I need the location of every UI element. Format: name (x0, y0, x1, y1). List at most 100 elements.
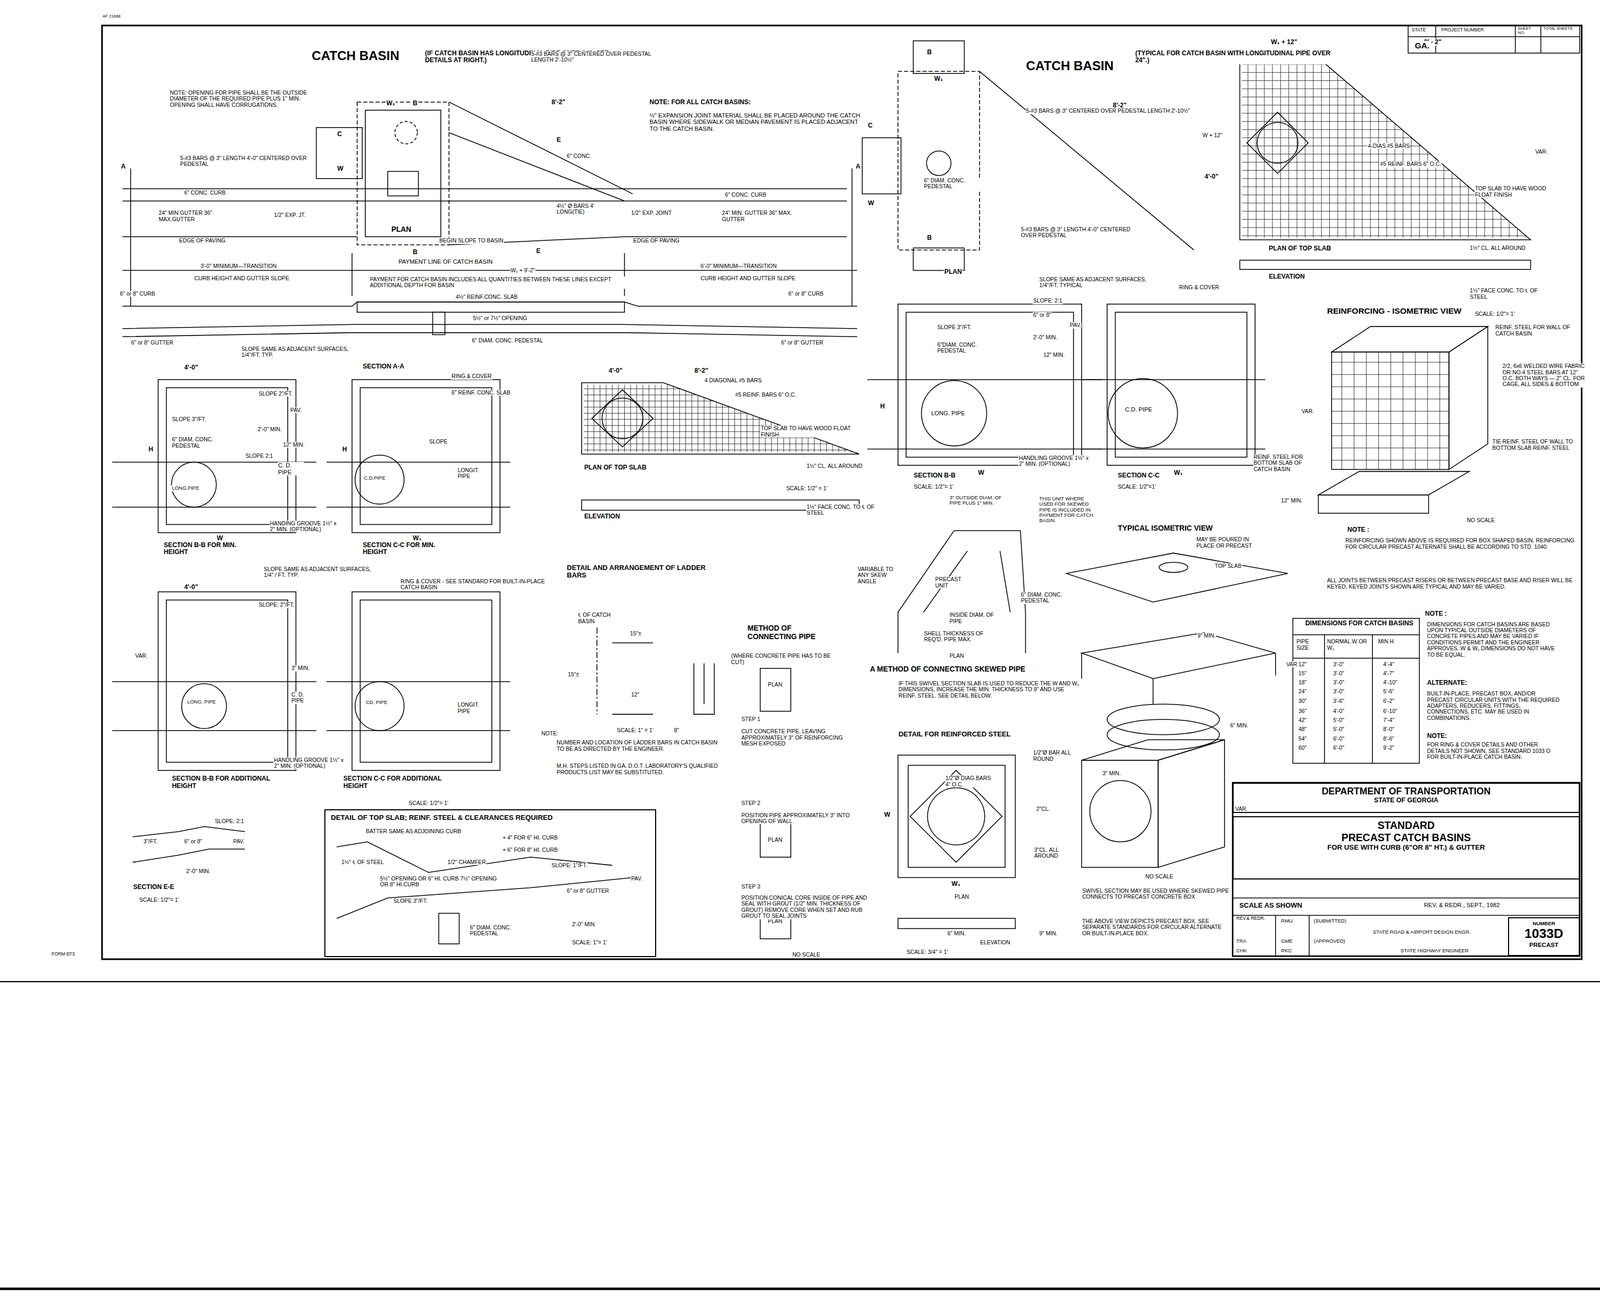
drawing-line (1509, 221, 1510, 238)
drawing-line (832, 444, 833, 452)
drawing-label: 24" MIN. GUTTER 36" MAX. GUTTER (721, 210, 800, 223)
drawing-line (1241, 88, 1355, 89)
drawing-line (760, 668, 792, 712)
drawing-line (1241, 104, 1374, 106)
drawing-line (926, 151, 951, 176)
drawing-label: STATE HIGHWAY ENGINEER (1400, 948, 1470, 954)
drawing-label: VAR. (1285, 661, 1300, 668)
drawing-label: SLOPE 3"/FT. (171, 416, 207, 423)
drawing-label: W (216, 534, 224, 542)
drawing-line (1275, 915, 1277, 957)
drawing-line (703, 663, 705, 705)
line-group (1331, 352, 1449, 470)
drawing-label: RING & COVER (450, 373, 492, 380)
drawing-label: NO SCALE (1144, 873, 1174, 880)
drawing-line (316, 127, 363, 179)
drawing-label: C.D. PIPE (1124, 406, 1153, 413)
drawing-label: 5'-0" (1332, 717, 1345, 724)
drawing-label: SLOPE 2"/FT. (258, 390, 294, 397)
drawing-label: TOP SLAB TO HAVE WOOD FLOAT FINISH (760, 425, 854, 438)
drawing-label: W₁ (385, 99, 396, 107)
drawing-line (1263, 57, 1265, 238)
drawing-label: W₁ (1173, 469, 1184, 477)
drawing-line (352, 591, 500, 771)
drawing-label: GME (1280, 938, 1294, 944)
drawing-label: 2'-0" MIN. (185, 868, 211, 875)
title-text: DETAIL OF TOP SLAB; REINF. STEEL & CLEAR… (330, 813, 553, 822)
drawing-line (648, 384, 650, 452)
drawing-label: B (412, 99, 418, 107)
drawing-label: 5½" OPENING OR 6" HI. CURB 7½" OPENING O… (379, 875, 499, 889)
drawing-label: NOTE: OPENING FOR PIPE SHALL BE THE OUTS… (169, 89, 324, 108)
drawing-label: B (926, 48, 933, 56)
drawing-label: B (926, 234, 933, 242)
drawing-line (591, 389, 653, 447)
drawing-label: 7'-4" (1382, 717, 1395, 724)
drawing-label: INSIDE DIAM. OF PIPE (949, 612, 1002, 625)
drawing-label: CHK (1235, 948, 1248, 954)
title-text: STANDARD (1236, 819, 1576, 832)
drawing-label: 15" (1297, 670, 1308, 677)
drawing-line (856, 451, 858, 454)
drawing-line (1341, 352, 1343, 470)
drawing-line (814, 437, 815, 452)
drawing-line (1443, 165, 1445, 238)
drawing-label: CATCH BASIN (311, 48, 400, 64)
drawing-label: TYPICAL ISOMETRIC VIEW (1117, 524, 1213, 533)
drawing-line (740, 411, 742, 452)
drawing-line (355, 681, 405, 731)
drawing-label: ½" EXPANSION JOINT MATERIAL SHALL BE PLA… (648, 112, 865, 132)
drawing-line (1115, 312, 1247, 458)
drawing-label: H (879, 403, 886, 410)
drawing-label: NOTE: FOR ALL CATCH BASINS: (648, 98, 751, 106)
title-text: 1033D (1512, 926, 1576, 942)
drawing-label: 42" (1297, 717, 1308, 724)
drawing-label: VAR. (1534, 148, 1548, 155)
drawing-line (1540, 25, 1542, 54)
drawing-line (583, 388, 681, 390)
drawing-label: A (855, 163, 861, 171)
drawing-label: SLOPE: 2"/FT. (258, 601, 296, 608)
drawing-label: B (412, 248, 418, 256)
drawing-line (1240, 56, 1531, 240)
title-text: FOR USE WITH CURB (6"OR 8" HT.) & GUTTER (1236, 843, 1576, 852)
drawing-line (655, 384, 656, 452)
drawing-label: 4'-0" (183, 364, 199, 372)
drawing-line (448, 102, 633, 195)
drawing-label: BEGIN SLOPE TO BASIN (438, 237, 505, 244)
drawing-line (132, 849, 245, 863)
title-text: PRECAST (1512, 941, 1576, 949)
drawing-line (583, 406, 731, 408)
drawing-label: 3" MIN. (1102, 770, 1122, 777)
drawing-label: 1½" FACE CONC. TO ℄ OF STEEL (1469, 287, 1542, 300)
drawing-label: THE ABOVE VIEW DEPICTS PRECAST BOX. SEE … (1081, 918, 1231, 937)
drawing-label: 6" CONC. CURB (183, 189, 226, 196)
drawing-label: STEP 3 (740, 883, 761, 890)
drawing-label: 1/2"Ø BAR ALL ROUND (1032, 749, 1080, 762)
drawing-line (1232, 897, 1580, 899)
drawing-line (352, 379, 500, 533)
drawing-label: 9" MIN. (1196, 632, 1217, 639)
drawing-label: (WHERE CONCRETE PIPE HAS TO BE CUT) (730, 652, 839, 666)
drawing-line (581, 382, 860, 455)
drawing-label: 12" MIN. (282, 441, 306, 448)
drawing-line (752, 415, 754, 452)
drawing-label: 4 DIAGONAL #5 BARS (704, 377, 762, 384)
drawing-line (913, 247, 965, 271)
drawing-line (1232, 915, 1580, 917)
drawing-line (130, 168, 132, 307)
drawing-label: SLOPE: 1"/FT. (550, 862, 588, 869)
drawing-label: NOTE : (1346, 526, 1370, 534)
drawing-label: 6'-0" (1332, 735, 1345, 742)
drawing-line (1158, 739, 1225, 868)
drawing-label: PLAN (943, 268, 963, 276)
title-text: NUMBER (1512, 920, 1576, 927)
drawing-line (395, 121, 418, 144)
drawing-line (709, 399, 711, 452)
drawing-label: NOTE: (540, 730, 559, 737)
drawing-label: THIS UNIT WHERE USED FOR SKEWED PIPE IS … (1039, 496, 1097, 524)
drawing-label: ELEVATION (583, 513, 621, 521)
drawing-line (728, 406, 730, 452)
drawing-line (1460, 179, 1461, 238)
title-box: DEPARTMENT OF TRANSPORTATIONSTATE OF GEO… (1232, 782, 1580, 814)
